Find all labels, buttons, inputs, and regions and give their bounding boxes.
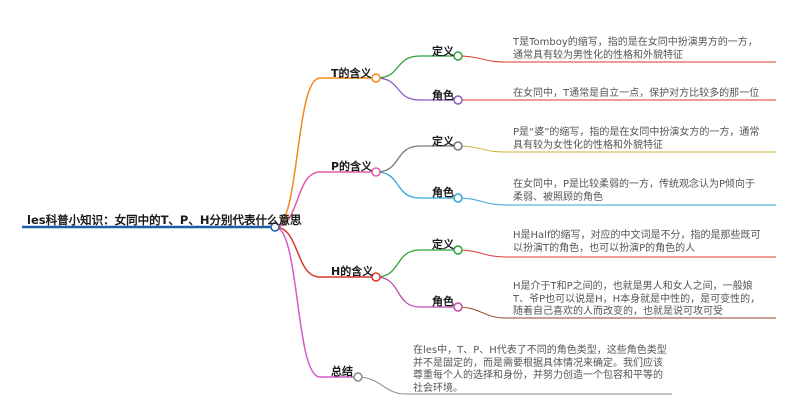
link-t-def-text bbox=[457, 55, 776, 63]
h-role-label: 角色 bbox=[432, 295, 454, 308]
link-root-summary bbox=[274, 226, 358, 378]
link-h-role bbox=[375, 276, 458, 308]
link-root-t bbox=[274, 77, 376, 228]
h-role-node[interactable] bbox=[453, 302, 463, 312]
h-def-node[interactable] bbox=[453, 245, 463, 255]
p-role-text: 在女同中，P是比较柔弱的一方，传统观念认为P倾向于 柔弱、被照顾的角色 bbox=[513, 179, 756, 203]
link-summary-text bbox=[357, 376, 672, 395]
p-role-node[interactable] bbox=[453, 193, 463, 203]
branch-t-label: T的含义 bbox=[331, 67, 372, 80]
branch-summary-label: 总结 bbox=[331, 365, 353, 378]
link-h-def bbox=[375, 249, 458, 278]
root-node[interactable] bbox=[270, 222, 280, 232]
t-node[interactable] bbox=[371, 73, 381, 83]
summary-text: 在les中，T、P、H代表了不同的角色类型，这些角色类型 并不是固定的，而是需要… bbox=[413, 345, 667, 394]
branch-p-label: P的含义 bbox=[331, 160, 373, 173]
link-p-role bbox=[375, 171, 458, 199]
h-node[interactable] bbox=[371, 272, 381, 282]
link-h-role-text bbox=[457, 306, 776, 319]
h-role-text: H是介于T和P之间的，也就是男人和女人之间，一般娘 T、爷P也可以说是H，H本身… bbox=[513, 281, 761, 317]
t-role-label: 角色 bbox=[432, 89, 454, 102]
root-title: les科普小知识：女同中的T、P、H分别代表什么意思 bbox=[27, 213, 302, 227]
t-role-text: 在女同中，T通常是自立一点，保护对方比较多的那一位 bbox=[513, 88, 760, 99]
summary-node[interactable] bbox=[353, 372, 363, 382]
link-root-p bbox=[274, 171, 376, 228]
link-h-def-text bbox=[457, 249, 776, 258]
t-def-text: T是Tomboy的缩写，指的是在女同中扮演男方的一方， 通常具有较为男性化的性格… bbox=[513, 37, 758, 61]
t-def-label: 定义 bbox=[432, 45, 454, 58]
link-p-role-text bbox=[457, 197, 776, 206]
p-node[interactable] bbox=[371, 167, 381, 177]
p-def-node[interactable] bbox=[453, 141, 463, 151]
link-p-def-text bbox=[457, 145, 776, 153]
link-root-h bbox=[274, 226, 376, 278]
h-def-text: H是Half的缩写，对应的中文词是不分，指的是那些既可 以扮演T的角色，也可以扮… bbox=[513, 230, 761, 254]
link-p-def bbox=[375, 145, 458, 173]
t-role-node[interactable] bbox=[453, 95, 463, 105]
t-def-node[interactable] bbox=[453, 51, 463, 61]
branch-h-label: H的含义 bbox=[331, 265, 374, 278]
p-def-label: 定义 bbox=[432, 135, 454, 148]
h-def-label: 定义 bbox=[432, 238, 454, 251]
link-t-role bbox=[375, 77, 458, 101]
link-t-def bbox=[375, 55, 458, 79]
p-def-text: P是“婆”的缩写，指的是在女同中扮演女方的一方，通常 具有较为女性化的性格和外貌… bbox=[513, 127, 760, 151]
p-role-label: 角色 bbox=[432, 186, 454, 199]
